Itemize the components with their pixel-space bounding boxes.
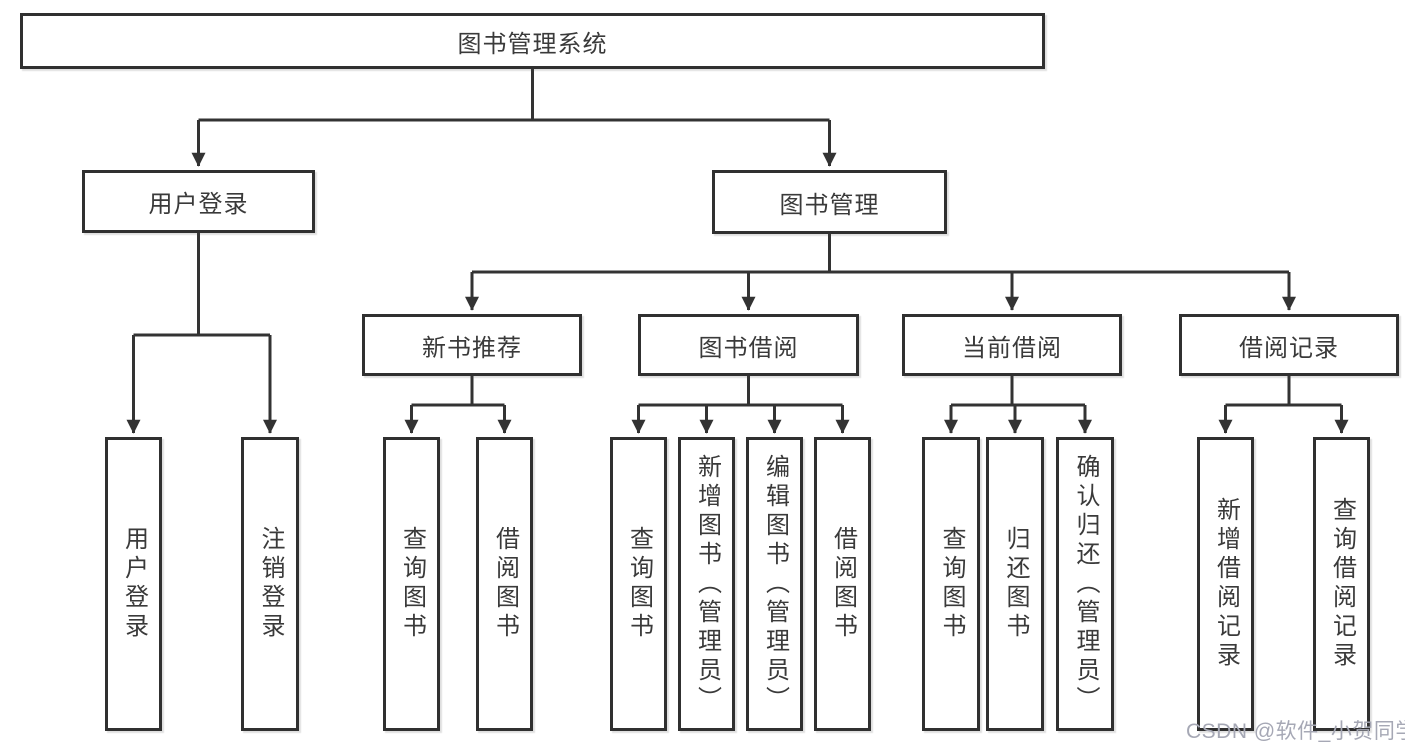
node-query-books-recommend: 查询图书 (383, 437, 440, 731)
node-label: 查询图书 (938, 526, 965, 642)
node-label: 注销登录 (257, 526, 284, 642)
node-label: 归还图书 (1002, 526, 1029, 642)
node-label: 新书推荐 (422, 334, 522, 362)
node-confirm-return-admin: 确认归还（管理员） (1056, 437, 1114, 731)
node-label: 当前借阅 (962, 334, 1062, 362)
node-borrow-books: 借阅图书 (814, 437, 871, 731)
node-edit-books-admin: 编辑图书（管理员） (746, 437, 803, 731)
node-label: 查询图书 (398, 526, 426, 642)
node-borrowing-records: 借阅记录 (1179, 314, 1399, 376)
node-return-books: 归还图书 (986, 437, 1044, 731)
node-label: 图书借阅 (698, 334, 799, 362)
node-library-system: 图书管理系统 (20, 13, 1045, 69)
node-label: 借阅图书 (491, 526, 519, 642)
node-label: 借阅图书 (829, 526, 857, 642)
node-label: 查询图书 (625, 526, 653, 642)
node-book-borrowing: 图书借阅 (638, 314, 859, 376)
node-current-borrowing: 当前借阅 (902, 314, 1122, 376)
node-logout-login: 注销登录 (241, 437, 299, 731)
node-label: 借阅记录 (1239, 334, 1339, 362)
node-label: 用户登录 (148, 191, 249, 218)
node-label: 确认归还（管理员） (1072, 453, 1099, 715)
node-add-borrow-record: 新增借阅记录 (1197, 437, 1254, 731)
watermark: CSDN @软件_小贺同学 (1186, 720, 1405, 743)
node-label: 图书管理系统 (457, 30, 608, 58)
node-label: 查询借阅记录 (1328, 497, 1356, 671)
node-add-books-admin: 新增图书（管理员） (678, 437, 735, 731)
node-label: 图书管理 (779, 191, 880, 219)
node-borrow-books-recommend: 借阅图书 (476, 437, 533, 731)
node-query-borrow-record: 查询借阅记录 (1313, 437, 1370, 731)
node-book-management: 图书管理 (712, 170, 947, 234)
node-label: 编辑图书（管理员） (761, 453, 789, 715)
node-new-book-recommend: 新书推荐 (362, 314, 582, 376)
node-label: 新增图书（管理员） (693, 453, 721, 715)
node-do-user-login: 用户登录 (105, 437, 162, 731)
node-label: 用户登录 (120, 526, 148, 642)
node-query-books-current: 查询图书 (922, 437, 980, 731)
node-user-login: 用户登录 (82, 170, 315, 233)
node-label: 新增借阅记录 (1212, 497, 1240, 671)
node-query-books-borrow: 查询图书 (610, 437, 667, 731)
